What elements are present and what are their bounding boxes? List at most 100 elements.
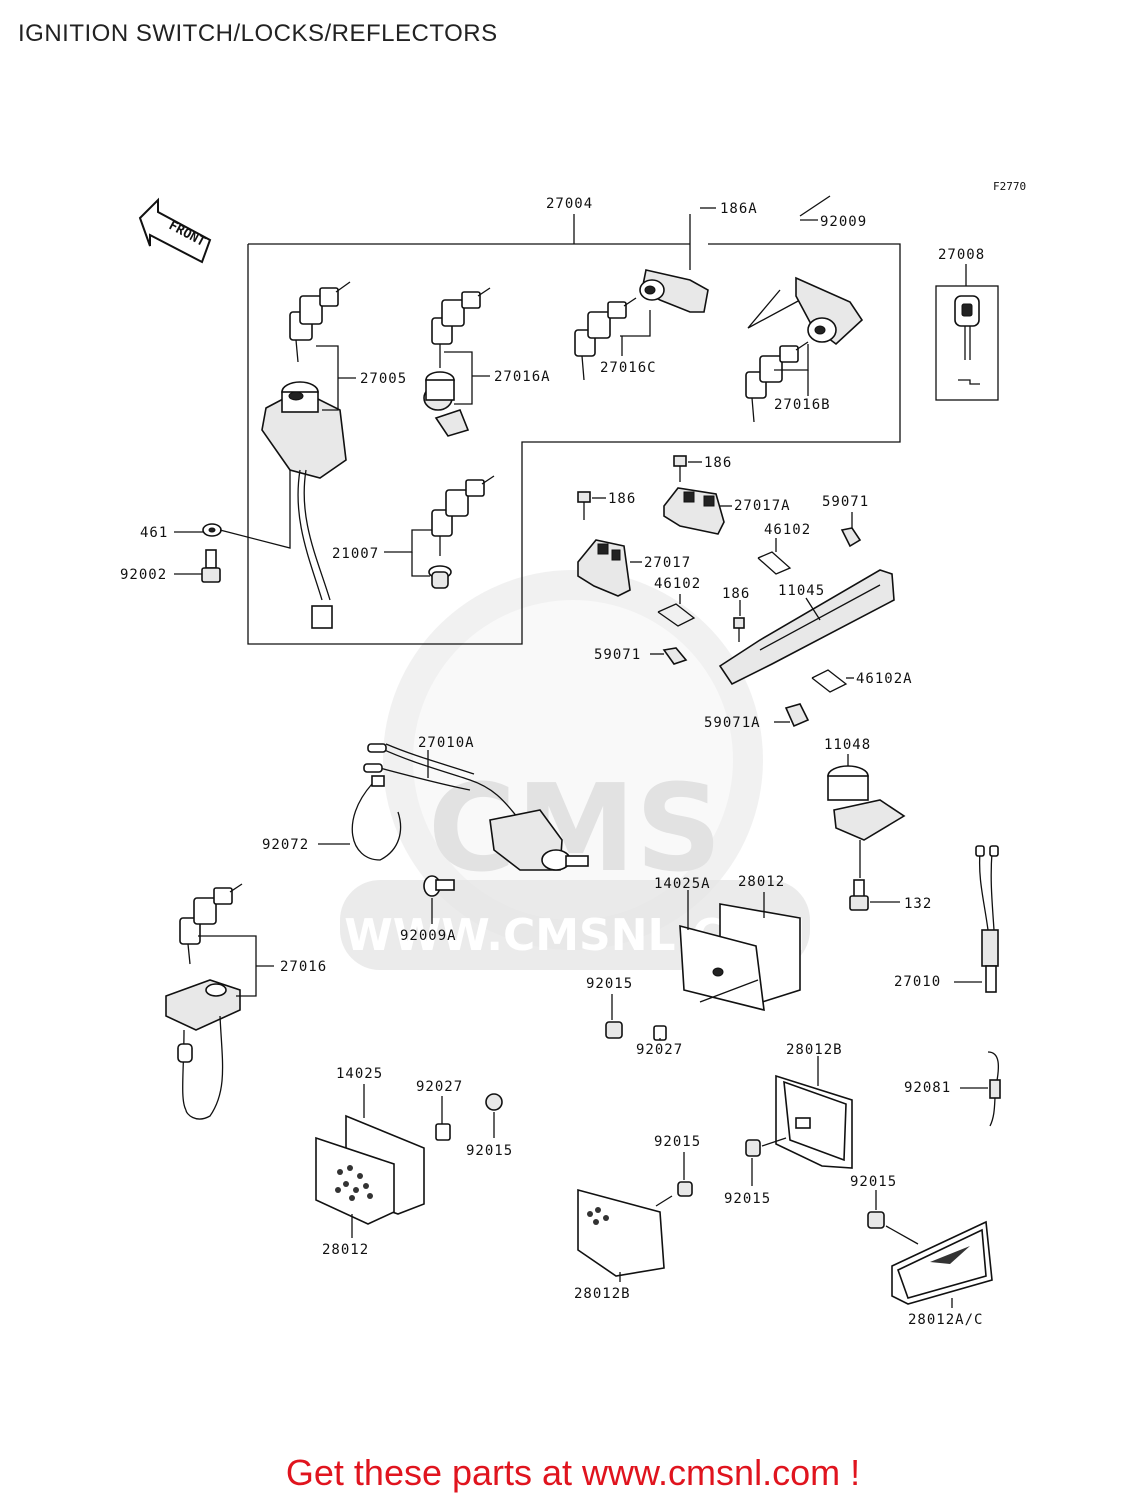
key-set-27016A xyxy=(431,287,491,368)
switch-assembly-27010A xyxy=(363,743,589,871)
bolt-186-upper xyxy=(673,455,687,482)
switch-27010 xyxy=(975,845,999,993)
nut-92015-a xyxy=(605,1021,623,1039)
bolt-92002 xyxy=(201,549,221,583)
spring-92081 xyxy=(987,1051,1001,1127)
leader-lines xyxy=(174,195,988,1308)
label-28012B-lower: 28012B xyxy=(574,1286,631,1302)
label-27017: 27017 xyxy=(644,555,691,571)
label-14025: 14025 xyxy=(336,1066,383,1082)
label-28012-upper: 28012 xyxy=(738,874,785,890)
clip-59071-upper xyxy=(840,527,862,548)
label-92002: 92002 xyxy=(120,567,167,583)
label-92015-d: 92015 xyxy=(724,1191,771,1207)
holder-27017 xyxy=(577,539,631,597)
key-set-27016 xyxy=(179,883,243,965)
label-28012AC: 28012A/C xyxy=(908,1312,983,1328)
clip-59071-lower xyxy=(662,647,688,665)
label-14025A: 14025A xyxy=(654,876,711,892)
label-27008: 27008 xyxy=(938,247,985,263)
band-92072 xyxy=(351,775,402,861)
key-set-27005 xyxy=(289,281,351,363)
stay-11045 xyxy=(718,569,895,686)
label-11045: 11045 xyxy=(778,583,825,599)
bolt-132 xyxy=(849,879,869,911)
watermark: CMS WWW.CMSNL.COM xyxy=(340,570,810,970)
reflector-28012-upper xyxy=(679,903,801,1012)
clip-59071A xyxy=(784,703,810,728)
label-186A: 186A xyxy=(720,201,758,217)
key-set-21007 xyxy=(431,475,495,556)
seat-lock-27016A xyxy=(423,371,470,437)
footer-promo-text: Get these parts at www.cmsnl.com ! xyxy=(285,1452,861,1493)
holder-27017A xyxy=(663,487,725,535)
label-11048: 11048 xyxy=(824,737,871,753)
washer-461 xyxy=(202,523,222,537)
bolt-186-lower xyxy=(577,491,591,520)
label-27016B: 27016B xyxy=(774,397,831,413)
screw-92009A xyxy=(423,875,455,897)
label-27016A: 27016A xyxy=(494,369,551,385)
label-59071-lower: 59071 xyxy=(594,647,641,663)
label-132: 132 xyxy=(904,896,932,912)
label-461: 461 xyxy=(140,525,168,541)
reflector-28012B-lower xyxy=(577,1188,665,1277)
label-92015-a: 92015 xyxy=(586,976,633,992)
figure-code: F2770 xyxy=(993,180,1027,193)
reflector-28012B-upper xyxy=(775,1074,853,1169)
label-186-lower: 186 xyxy=(608,491,636,507)
reflector-28012AC xyxy=(891,1220,993,1305)
label-27004: 27004 xyxy=(546,196,593,212)
nut-92015-e xyxy=(867,1211,885,1229)
label-59071-upper: 59071 xyxy=(822,494,869,510)
label-27010A: 27010A xyxy=(418,735,475,751)
label-92081: 92081 xyxy=(904,1080,951,1096)
lock-27016 xyxy=(165,979,241,1120)
spacer-92027-a xyxy=(653,1025,667,1041)
lock-cylinder-21007 xyxy=(428,565,452,589)
label-46102-lower: 46102 xyxy=(654,576,701,592)
label-27005: 27005 xyxy=(360,371,407,387)
ignition-switch-27005 xyxy=(261,381,347,629)
label-186-stay: 186 xyxy=(722,586,750,602)
label-92027-a: 92027 xyxy=(636,1042,683,1058)
reflector-28012-lower xyxy=(315,1136,395,1225)
label-46102-upper: 46102 xyxy=(764,522,811,538)
key-set-27016B xyxy=(745,341,809,423)
nut-92015-b xyxy=(485,1093,503,1111)
key-blank-27008 xyxy=(935,285,999,401)
label-186-upper: 186 xyxy=(704,455,732,471)
nut-92015-d xyxy=(745,1139,761,1157)
label-27016: 27016 xyxy=(280,959,327,975)
label-92015-e: 92015 xyxy=(850,1174,897,1190)
nut-92015-c xyxy=(677,1181,693,1197)
front-arrow-icon: FRONT xyxy=(138,197,212,264)
label-46102A: 46102A xyxy=(856,671,913,687)
label-21007: 21007 xyxy=(332,546,379,562)
page-title: IGNITION SWITCH/LOCKS/REFLECTORS xyxy=(18,20,498,47)
holder-11048 xyxy=(827,765,906,878)
label-92009: 92009 xyxy=(820,214,867,230)
spacer-92027-b xyxy=(435,1123,451,1141)
label-28012B-upper: 28012B xyxy=(786,1042,843,1058)
label-28012-lower: 28012 xyxy=(322,1242,369,1258)
lock-27016B xyxy=(747,276,864,346)
bolt-186-stay xyxy=(733,617,745,642)
label-27010: 27010 xyxy=(894,974,941,990)
label-92072: 92072 xyxy=(262,837,309,853)
part-labels: 27004 186A 92009 27008 27005 27016A 2701… xyxy=(120,196,985,1328)
key-set-27016C xyxy=(574,297,637,381)
bracket-46102A xyxy=(811,669,848,693)
label-92027-b: 92027 xyxy=(416,1079,463,1095)
label-92015-b: 92015 xyxy=(466,1143,513,1159)
label-27017A: 27017A xyxy=(734,498,791,514)
bracket-46102-upper xyxy=(757,551,792,575)
label-92015-c: 92015 xyxy=(654,1134,701,1150)
helmet-lock-27016C xyxy=(639,269,709,313)
label-92009A: 92009A xyxy=(400,928,457,944)
label-59071A: 59071A xyxy=(704,715,761,731)
label-27016C: 27016C xyxy=(600,360,657,376)
kit-bracket-27004 xyxy=(247,214,901,645)
bracket-46102-lower xyxy=(657,603,696,627)
